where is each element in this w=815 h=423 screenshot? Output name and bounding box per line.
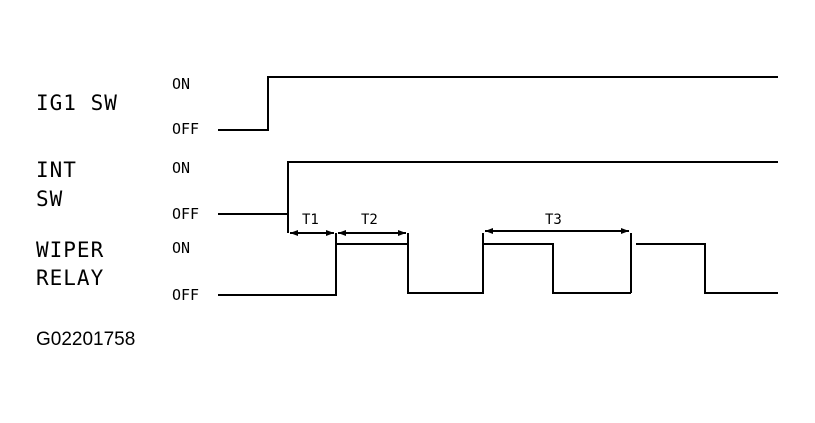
interval-t3-dimension [485, 228, 629, 234]
int-off-label: OFF [172, 205, 200, 223]
wiper-relay-waveform-cont [636, 243, 778, 294]
interval-t2-dimension [338, 230, 406, 236]
signal-name-wiper: WIPER [36, 238, 105, 262]
ig1-on-label: ON [172, 75, 191, 93]
interval-t1-dimension [290, 230, 334, 236]
signal-name-relay: RELAY [36, 266, 105, 290]
relay-on-label: ON [172, 239, 191, 257]
signal-name-ig1-sw: IG1 SW [36, 91, 118, 115]
int-sw-waveform [218, 161, 778, 215]
relay-off-label: OFF [172, 286, 200, 304]
ig1-sw-waveform [218, 76, 778, 131]
interval-t1-label: T1 [302, 212, 319, 228]
interval-t2-label: T2 [361, 212, 378, 228]
int-on-label: ON [172, 159, 191, 177]
ig1-off-label: OFF [172, 120, 200, 138]
figure-code: G02201758 [36, 329, 136, 350]
wiper-relay-waveform [218, 243, 631, 296]
signal-name-sw: SW [36, 187, 64, 211]
interval-t3-label: T3 [545, 212, 562, 228]
signal-name-int: INT [36, 158, 77, 182]
